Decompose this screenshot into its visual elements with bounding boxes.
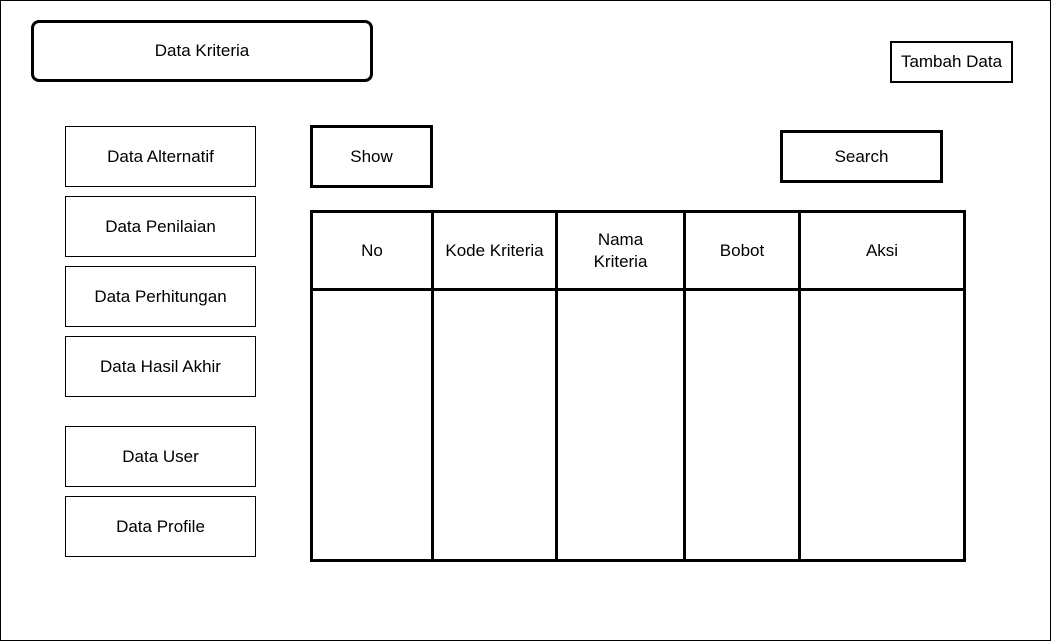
sidebar-item-label: Data Alternatif xyxy=(107,146,214,166)
column-header-label: Bobot xyxy=(719,240,765,260)
page-title-label: Data Kriteria xyxy=(154,41,250,60)
search-button[interactable]: Search xyxy=(780,130,943,183)
page-title: Data Kriteria xyxy=(31,20,373,82)
column-header-kode-kriteria[interactable]: Kode Kriteria xyxy=(431,210,558,291)
sidebar-item-label: Data Profile xyxy=(116,516,205,536)
sidebar-item-label: Data Perhitungan xyxy=(94,286,227,306)
table-row xyxy=(310,288,966,562)
column-header-no[interactable]: No xyxy=(310,210,434,291)
column-header-label: Aksi xyxy=(865,240,899,260)
sidebar-item-label: Data Penilaian xyxy=(105,216,216,236)
sidebar-item-data-perhitungan[interactable]: Data Perhitungan xyxy=(65,266,256,327)
sidebar-item-label: Data Hasil Akhir xyxy=(100,356,221,376)
column-header-aksi: Aksi xyxy=(798,210,966,291)
table-cell-nama-kriteria xyxy=(555,288,686,562)
table-cell-bobot xyxy=(683,288,801,562)
add-data-button[interactable]: Tambah Data xyxy=(890,41,1013,83)
table-header-row: No Kode Kriteria Nama Kriteria Bobot Aks… xyxy=(310,210,966,291)
table-cell-aksi xyxy=(798,288,966,562)
table-cell-no xyxy=(310,288,434,562)
criteria-table: No Kode Kriteria Nama Kriteria Bobot Aks… xyxy=(310,210,966,562)
sidebar-item-data-penilaian[interactable]: Data Penilaian xyxy=(65,196,256,257)
column-header-label: Kode Kriteria xyxy=(445,240,544,260)
search-button-label: Search xyxy=(834,146,889,166)
sidebar-item-data-alternatif[interactable]: Data Alternatif xyxy=(65,126,256,187)
show-entries-label: Show xyxy=(350,146,393,166)
column-header-label: Nama Kriteria xyxy=(593,229,648,271)
show-entries-button[interactable]: Show xyxy=(310,125,433,188)
column-header-nama-kriteria[interactable]: Nama Kriteria xyxy=(555,210,686,291)
table-cell-kode-kriteria xyxy=(431,288,558,562)
column-header-label: No xyxy=(361,240,383,260)
sidebar-item-label: Data User xyxy=(122,446,199,466)
sidebar-item-data-profile[interactable]: Data Profile xyxy=(65,496,256,557)
sidebar-item-data-hasil-akhir[interactable]: Data Hasil Akhir xyxy=(65,336,256,397)
column-header-bobot[interactable]: Bobot xyxy=(683,210,801,291)
add-data-button-label: Tambah Data xyxy=(900,52,1003,71)
sidebar-item-data-user[interactable]: Data User xyxy=(65,426,256,487)
